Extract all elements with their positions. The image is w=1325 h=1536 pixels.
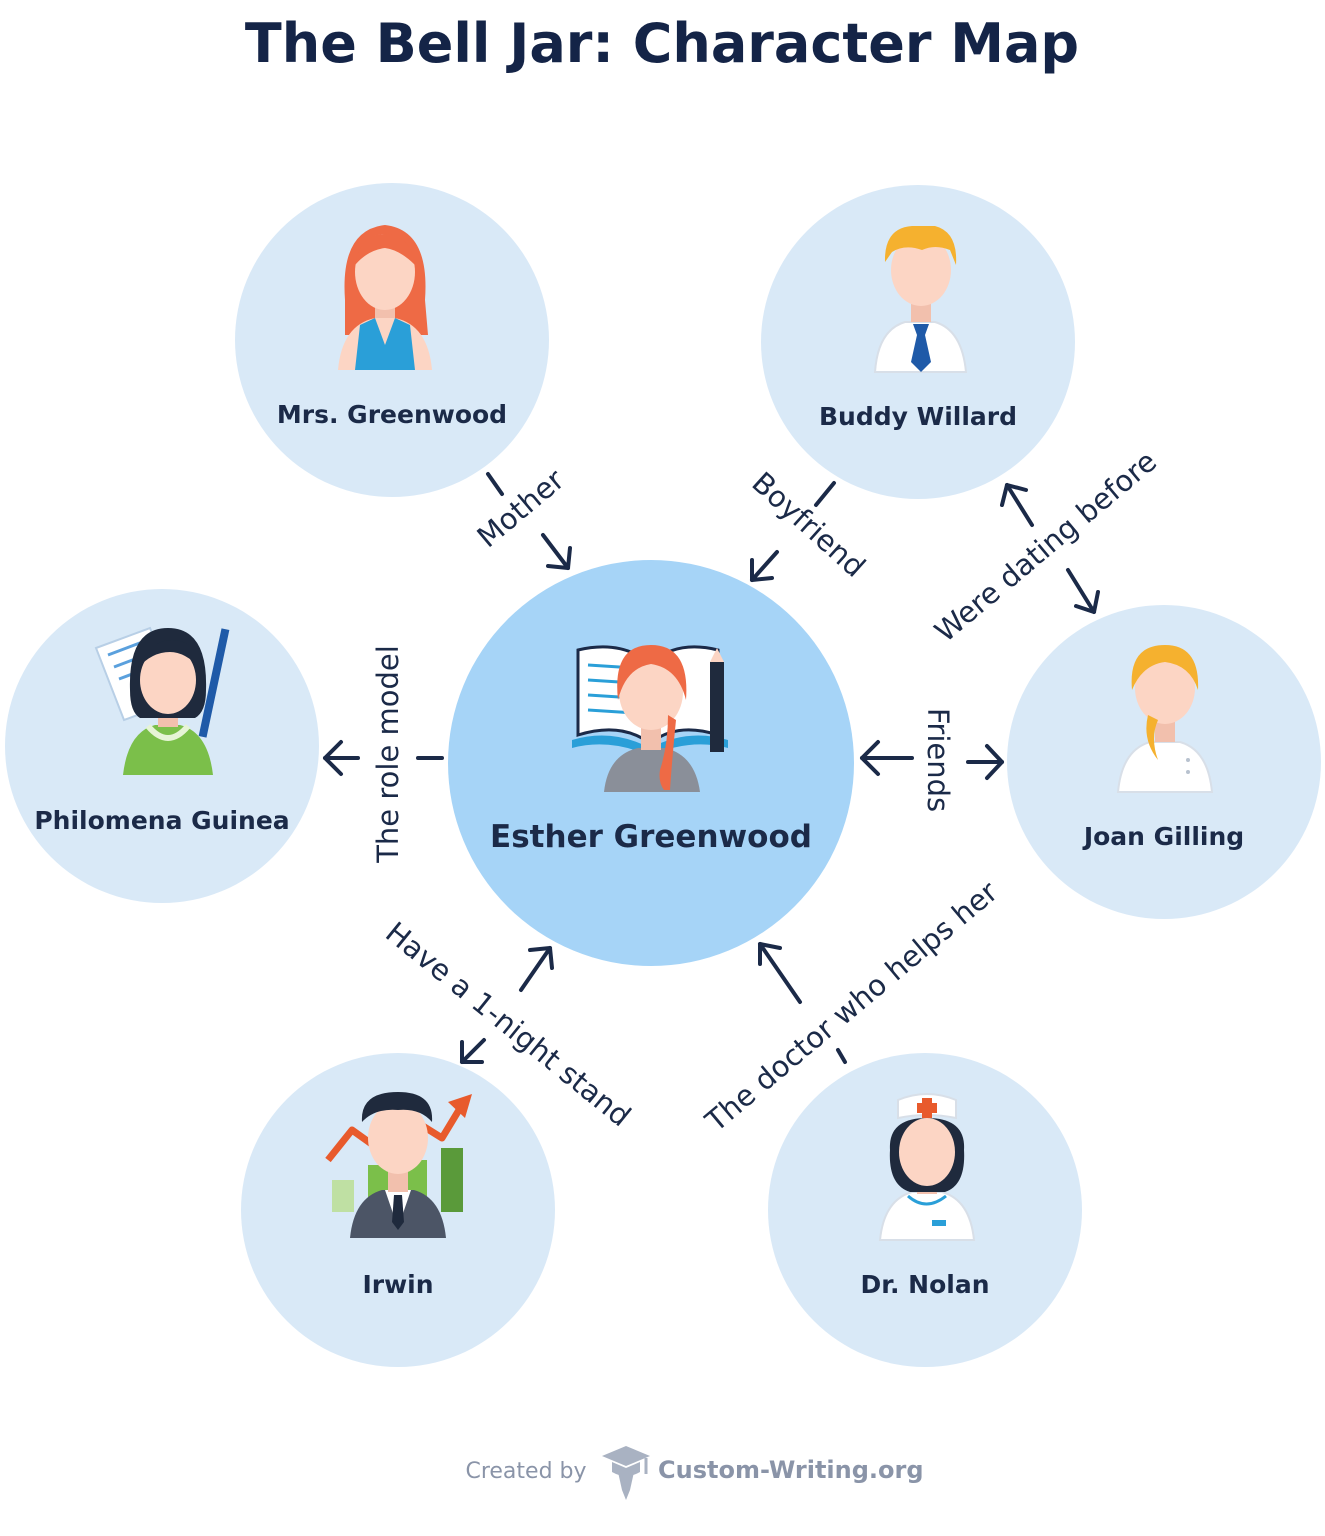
nurse-doctor-icon [878, 1093, 976, 1241]
label-friends: Friends [921, 708, 955, 812]
man-tie-icon [873, 226, 968, 373]
name-irwin: Irwin [362, 1270, 433, 1299]
esther-avatar-icon [572, 645, 728, 792]
name-philomena-guinea: Philomena Guinea [34, 806, 289, 835]
label-the-role-model: The role model [371, 645, 405, 864]
label-mother: Mother [470, 462, 570, 554]
page-title: The Bell Jar: Character Map [245, 12, 1079, 75]
writer-woman-icon [94, 626, 230, 775]
arrow-role-model [323, 740, 444, 776]
arrow-boyfriend [750, 481, 836, 582]
arrow-dating [1000, 483, 1100, 614]
name-esther-greenwood: Esther Greenwood [490, 819, 812, 855]
arrow-friends [860, 740, 1004, 780]
footer-brand[interactable]: Custom-Writing.org [658, 1456, 924, 1484]
footer-created-by: Created by [465, 1459, 586, 1484]
name-mrs-greenwood: Mrs. Greenwood [277, 400, 507, 429]
arrow-doctor [758, 942, 847, 1064]
name-buddy-willard: Buddy Willard [819, 402, 1017, 431]
name-joan-gilling: Joan Gilling [1082, 822, 1244, 851]
name-dr-nolan: Dr. Nolan [860, 1270, 989, 1299]
arrow-one-night [460, 946, 554, 1064]
woman-red-hair-icon [338, 225, 432, 370]
businessman-chart-icon [325, 1092, 472, 1238]
graduation-pen-logo-icon [602, 1446, 650, 1500]
woman-ponytail-icon [1116, 645, 1214, 793]
arrow-mother [486, 472, 572, 570]
